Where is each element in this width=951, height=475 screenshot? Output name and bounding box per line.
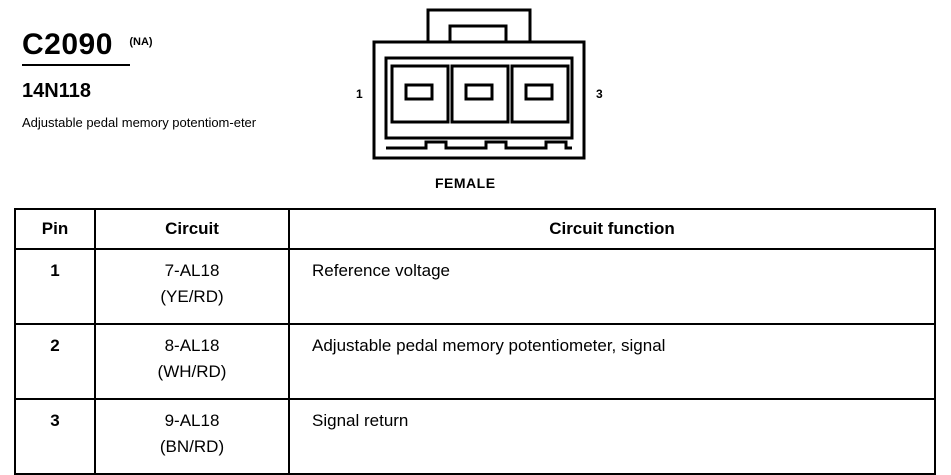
connector-id: C2090 [22, 28, 113, 61]
part-number: 14N118 [22, 80, 91, 102]
pin-number: 2 [14, 323, 96, 400]
circuit-cell: 7-AL18 (YE/RD) [94, 248, 290, 325]
circuit-code: 9-AL18 [164, 411, 220, 430]
table-row: 3 9-AL18 (BN/RD) Signal return [14, 398, 936, 475]
connector-gender-label: FEMALE [435, 175, 496, 191]
circuit-function: Adjustable pedal memory potentiometer, s… [288, 323, 936, 400]
circuit-function: Reference voltage [288, 248, 936, 325]
circuit-code: 7-AL18 [164, 261, 220, 280]
header-circuit: Circuit [94, 208, 290, 250]
pin-number: 1 [14, 248, 96, 325]
circuit-code: 8-AL18 [164, 336, 220, 355]
pinout-table: Pin Circuit Circuit function 1 7-AL18 (Y… [14, 208, 936, 475]
circuit-function: Signal return [288, 398, 936, 475]
connector-header: C2090 (NA) 14N118 Adjustable pedal memor… [22, 28, 342, 131]
wire-color: (BN/RD) [159, 437, 225, 456]
connector-id-line: C2090 (NA) [22, 28, 342, 62]
table-row: 1 7-AL18 (YE/RD) Reference voltage [14, 248, 936, 325]
header-pin: Pin [14, 208, 96, 250]
connector-diagram: 1 3 FEMALE [350, 0, 620, 200]
pin-1-marker: 1 [356, 87, 363, 101]
wire-color: (YE/RD) [160, 287, 224, 306]
pin-3-marker: 3 [596, 87, 603, 101]
table-row: 2 8-AL18 (WH/RD) Adjustable pedal memory… [14, 323, 936, 400]
circuit-cell: 9-AL18 (BN/RD) [94, 398, 290, 475]
wire-color: (WH/RD) [157, 362, 227, 381]
table-header-row: Pin Circuit Circuit function [14, 208, 936, 250]
connector-face-drawing [372, 8, 586, 160]
connector-region: (NA) [129, 36, 153, 48]
title-underline [22, 64, 130, 66]
connector-description: Adjustable pedal memory potentiom-eter [22, 115, 257, 130]
header-circuit-function: Circuit function [288, 208, 936, 250]
pin-number: 3 [14, 398, 96, 475]
circuit-cell: 8-AL18 (WH/RD) [94, 323, 290, 400]
